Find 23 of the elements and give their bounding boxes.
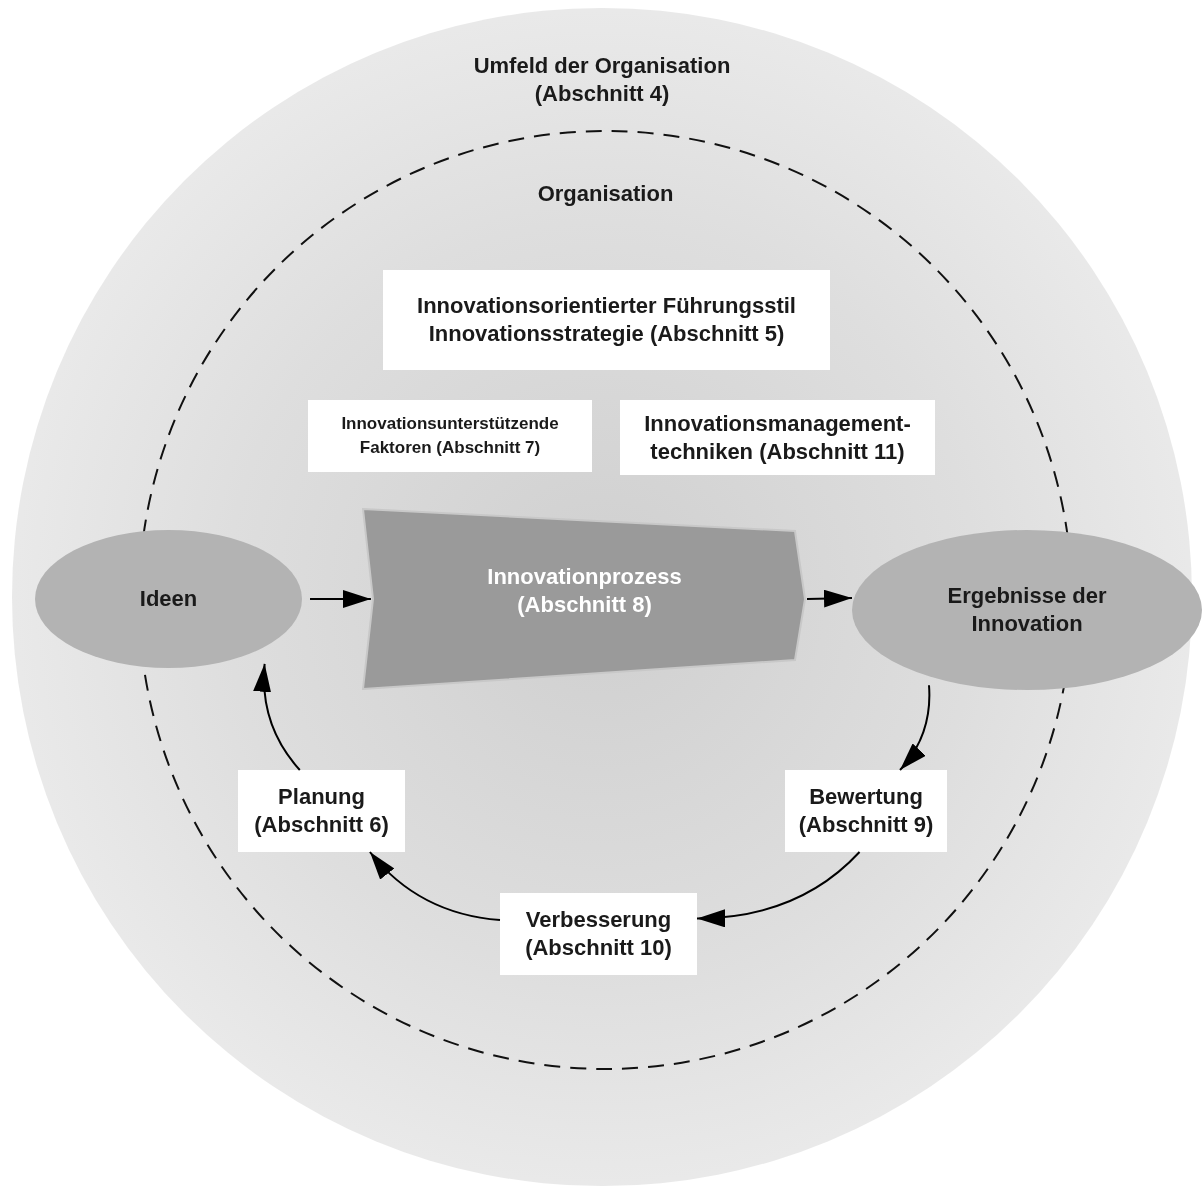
text-box [308, 400, 592, 472]
text-box [238, 770, 405, 852]
arrow [806, 589, 853, 608]
node-text: Ideen [138, 585, 199, 613]
node-text: Planung (Abschnitt 6) [253, 783, 390, 839]
node-text: Innovationsunterstützende Faktoren (Abschnitt 7) [340, 413, 560, 459]
text-box [620, 400, 935, 475]
node-text: Organisation [536, 180, 675, 208]
node-text: Innovationprozess (Abschnitt 8) [486, 563, 683, 619]
text-box [500, 893, 697, 975]
text-box [785, 770, 947, 852]
node-text: Ergebnisse der Innovation [946, 582, 1108, 638]
text-box [383, 270, 830, 370]
node-text: Innovationsorientierter Führungsstil Innovationsstrategie (Abschnitt 5) [416, 292, 797, 348]
node-text: Verbesserung (Abschnitt 10) [524, 906, 673, 962]
node-text: Innovationsmanagement-techniken (Abschnitt 11) [643, 409, 912, 466]
node-text: Bewertung (Abschnitt 9) [797, 783, 935, 839]
arrow [368, 851, 501, 922]
arrow [899, 684, 931, 771]
arrow [253, 662, 301, 771]
node-text: Umfeld der Organisation (Abschnitt 4) [472, 52, 732, 108]
arrow [696, 851, 861, 927]
arrow [309, 590, 372, 608]
